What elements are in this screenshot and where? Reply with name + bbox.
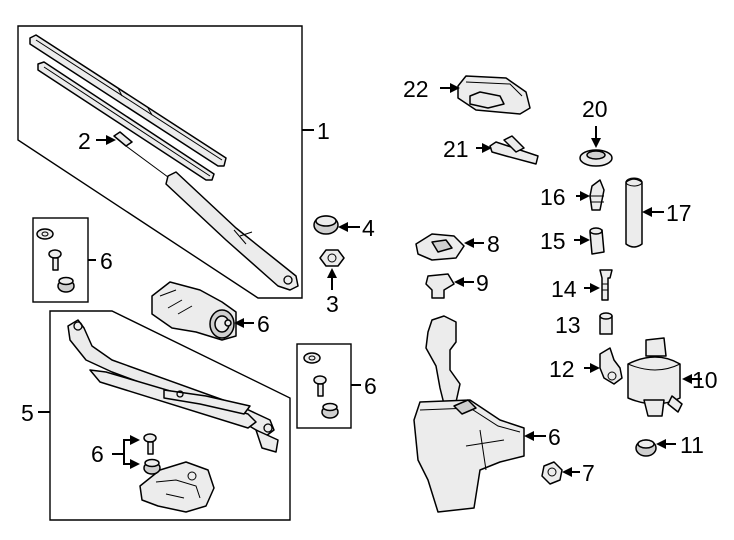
wiper-linkage	[67, 319, 279, 453]
bolt	[48, 249, 62, 271]
group-box-1	[17, 25, 303, 299]
check-valve: 15	[540, 227, 605, 255]
callout-8: 6	[548, 424, 561, 450]
callout-10: 8	[487, 231, 500, 257]
wiper-clip	[113, 131, 133, 147]
washer-pump: 10	[627, 337, 718, 417]
group-box-5	[49, 310, 291, 521]
callout-18: 16	[540, 184, 566, 210]
washer-nozzle-housing: 22	[403, 75, 531, 115]
callout-15: 13	[555, 312, 581, 338]
pivot-nut: 3	[319, 249, 345, 317]
wiper-motor: 6	[151, 281, 270, 341]
hose-connector: 16	[540, 179, 605, 211]
pivot-cap: 4	[313, 215, 375, 241]
callout-3: 3	[326, 291, 339, 317]
bolt-linkage	[143, 433, 157, 455]
callout-16: 14	[551, 276, 577, 302]
callout-11: 9	[476, 270, 489, 296]
callout-12: 10	[692, 367, 718, 393]
filler-grommet: 20	[579, 96, 613, 167]
reservoir-nut: 7	[541, 460, 595, 486]
callout-9: 7	[582, 460, 595, 486]
callout-1: 1	[317, 118, 330, 144]
callout-4: 4	[362, 215, 375, 241]
bushing	[57, 276, 75, 293]
wiper-blade-lower	[37, 61, 215, 181]
hardware-box-right: 6	[296, 343, 377, 429]
linkage-group: 6 5	[21, 310, 291, 521]
callout-20: 20	[582, 96, 608, 122]
callout-5: 5	[21, 400, 34, 426]
reservoir-cap: 8	[415, 231, 500, 261]
grommet	[36, 228, 54, 240]
mounting-bracket	[139, 461, 215, 513]
callout-14: 12	[549, 356, 575, 382]
washer-reservoir: 6	[413, 315, 561, 513]
hose-fitting: 12	[549, 347, 623, 385]
callout-17: 15	[540, 228, 566, 254]
hose-plug: 13	[555, 312, 613, 338]
hose-pin: 14	[551, 269, 613, 302]
callout-21: 21	[443, 136, 469, 162]
wiper-arm	[125, 145, 299, 291]
washer-nozzle: 21	[443, 135, 539, 165]
hardware-box-left: 6	[32, 217, 113, 303]
wiper-blade-upper	[29, 34, 227, 167]
filler-neck-seal: 9	[425, 270, 489, 299]
callout-7: 6	[257, 311, 270, 337]
callout-6b: 6	[91, 441, 104, 467]
bushing-linkage	[143, 458, 161, 475]
washer-hose: 17	[625, 177, 692, 248]
callout-6c: 6	[364, 373, 377, 399]
wiper-arm-group: 1 2	[17, 25, 330, 299]
callout-22: 22	[403, 76, 429, 102]
callout-6a: 6	[100, 248, 113, 274]
callout-2: 2	[78, 128, 91, 154]
pump-grommet: 11	[635, 432, 704, 458]
callout-19: 17	[666, 200, 692, 226]
callout-13: 11	[680, 432, 704, 458]
